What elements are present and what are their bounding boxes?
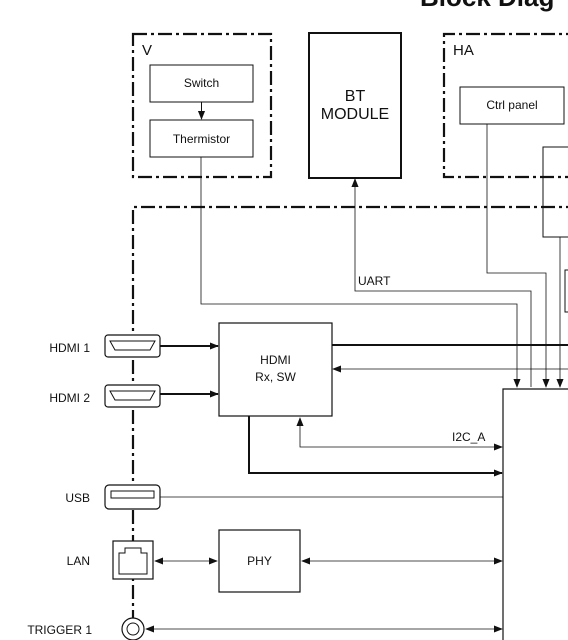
phy-label: PHY xyxy=(247,554,272,568)
trigger1-jack-icon xyxy=(121,617,145,640)
group-ha-frame xyxy=(442,32,568,179)
hdmi-rx-label-2: Rx, SW xyxy=(255,370,296,384)
bt-module-block xyxy=(308,32,402,179)
thermistor-label: Thermistor xyxy=(173,132,230,146)
ha-partial-block xyxy=(542,146,568,238)
thermistor-block xyxy=(149,119,254,158)
group-ha-label: HA xyxy=(453,42,474,59)
hdmi-rx-label-1: HDMI xyxy=(260,353,291,367)
trigger1-label: TRIGGER 1 xyxy=(27,623,92,637)
ctrl-panel-signal-line xyxy=(486,124,550,388)
i2c-a-line xyxy=(296,417,503,451)
main-processor-block xyxy=(502,388,568,640)
usb-label: USB xyxy=(65,491,90,505)
uart-line xyxy=(351,178,532,387)
usb-connector-icon xyxy=(104,484,161,510)
hdmi2-connector-icon xyxy=(104,384,161,408)
hdmi-rx-block xyxy=(218,322,333,417)
group-v-label: V xyxy=(142,42,152,59)
lan-connector-icon xyxy=(112,540,154,580)
diagram-title: Block Diag xyxy=(420,0,554,12)
bt-module-label-1: BT xyxy=(345,88,366,105)
partial-block-right xyxy=(564,269,568,313)
hdmi-bus-line xyxy=(248,416,503,477)
phy-block xyxy=(218,529,301,593)
hdmi1-label: HDMI 1 xyxy=(49,341,90,355)
hdmi2-label: HDMI 2 xyxy=(49,391,90,405)
switch-label: Switch xyxy=(184,76,219,90)
lan-label: LAN xyxy=(67,554,90,568)
ctrl-panel-block xyxy=(459,86,565,125)
i2c-a-label: I2C_A xyxy=(452,430,485,444)
ctrl-panel-label: Ctrl panel xyxy=(486,98,537,112)
uart-label: UART xyxy=(358,274,391,288)
bt-module-label-2: MODULE xyxy=(321,106,389,123)
hdmi1-connector-icon xyxy=(104,334,161,358)
group-v-frame xyxy=(131,32,273,179)
